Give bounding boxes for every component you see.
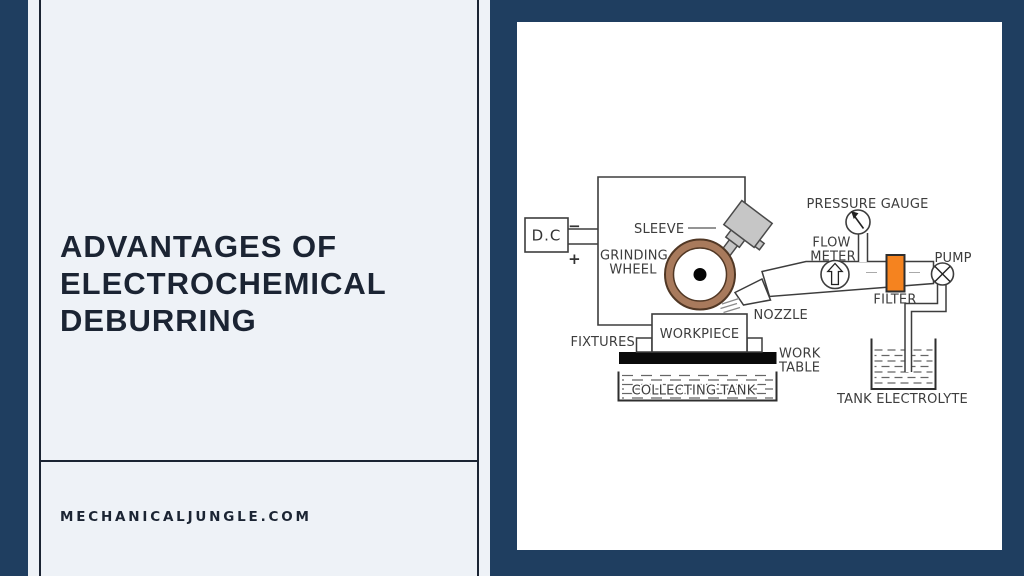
footer-divider-rule [41,460,477,462]
frame-rule-left [39,0,41,576]
label-collecting-tank: COLLECTING TANK [632,384,756,399]
spray-lines [720,297,741,314]
electrolyte-tank [870,337,937,390]
label-pump: PUMP [935,251,972,266]
label-filter: FILTER [873,293,916,308]
left-accent-bar [0,0,28,576]
website-footer: MECHANICALJUNGLE.COM [60,509,312,525]
circuit-wires [568,176,746,326]
diagram-card: D.C − + SLEEVE GRINDING WHEEL [517,22,1002,550]
electrolyte-water-lines [874,349,933,384]
page-title-line-1: ADVANTAGES OF [60,229,338,264]
frame-rule-right [477,0,479,576]
dc-power-supply: D.C − + [524,217,581,268]
filter-block [885,254,906,293]
label-table: TABLE [778,361,820,376]
label-pressure-gauge: PRESSURE GAUGE [806,197,928,212]
page-title-line-3: DEBURRING [60,303,257,338]
label-nozzle: NOZZLE [754,308,808,323]
workpiece-box [651,313,748,353]
label-fixtures: FIXTURES [570,335,635,350]
label-tank-electrolyte: TANK ELECTROLYTE [836,392,968,407]
collecting-tank: COLLECTING TANK [617,371,778,402]
nozzle [720,277,772,314]
label-grinding: GRINDING [600,249,668,264]
grinding-wheel [664,238,736,311]
negative-terminal-sign: − [568,217,581,235]
page-title: ADVANTAGES OF ELECTROCHEMICAL DEBURRING [60,228,460,339]
work-table [619,352,777,364]
pump-suction-pipe [904,284,947,372]
label-sleeve: SLEEVE [634,222,684,237]
dc-label: D.C [532,227,562,245]
fixture-left [635,337,653,353]
collecting-water-lines [622,374,773,399]
label-wheel: WHEEL [609,263,657,278]
pump-icon [930,262,955,286]
label-meter: METER [810,250,856,265]
pressure-gauge-icon [845,209,871,262]
fixture-right [746,337,763,353]
positive-terminal-sign: + [568,250,581,268]
ecd-diagram: D.C − + SLEEVE GRINDING WHEEL [524,176,972,407]
page-title-line-2: ELECTROCHEMICAL [60,266,387,301]
label-workpiece: WORKPIECE [660,327,740,342]
flow-meter-icon [820,259,850,290]
label-flow: FLOW [812,236,850,251]
wheel-center-dot [693,268,707,281]
label-work: WORK [779,347,821,362]
sleeve-assembly [720,199,774,258]
